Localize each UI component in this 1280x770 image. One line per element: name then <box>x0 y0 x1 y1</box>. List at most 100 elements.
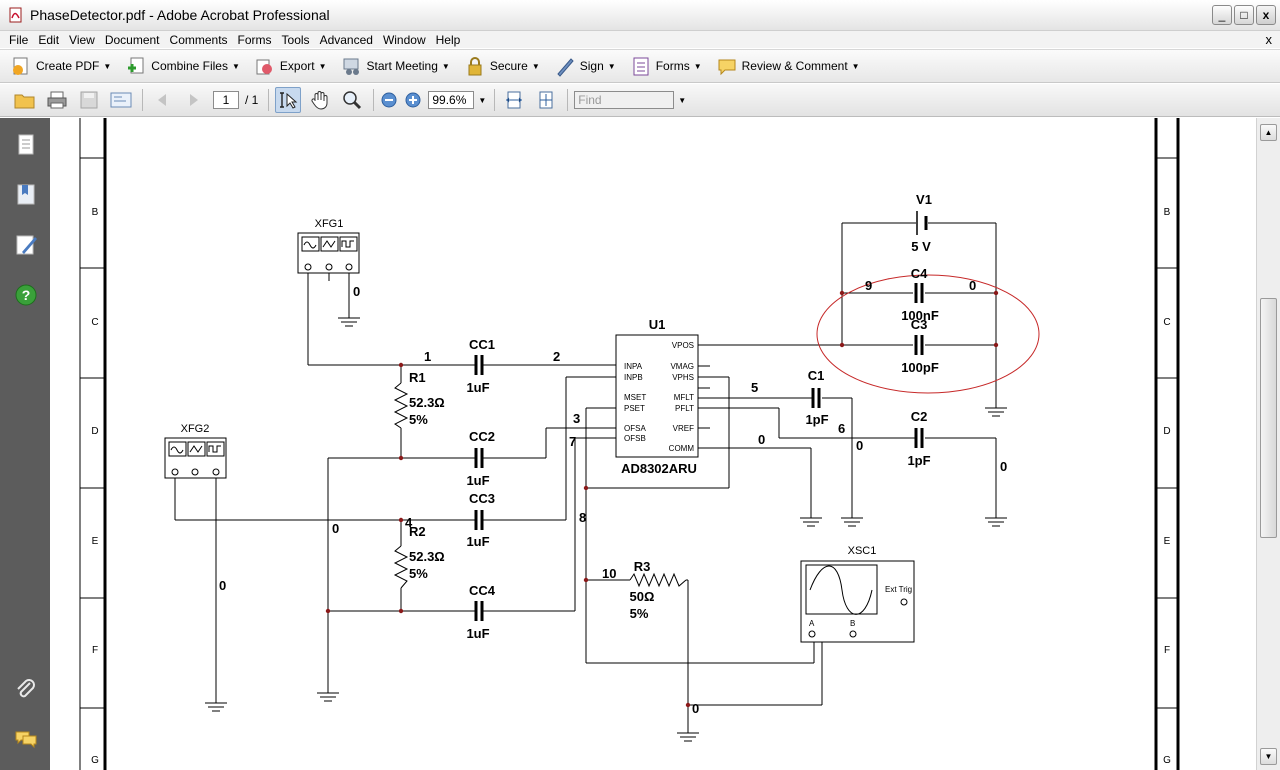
menu-forms[interactable]: Forms <box>237 32 272 47</box>
menu-edit[interactable]: Edit <box>38 32 60 47</box>
previous-page-button[interactable] <box>149 87 175 113</box>
document-close-button[interactable]: x <box>1265 32 1273 47</box>
node-3: 3 <box>573 411 580 426</box>
text-select-cursor-icon <box>280 92 298 109</box>
zoom-out-button[interactable] <box>380 87 398 113</box>
pin-ofsa: OFSA <box>624 424 646 433</box>
vertical-scrollbar[interactable]: ▲ ▼ <box>1256 118 1280 770</box>
border-letter-b-right: B <box>1164 207 1171 218</box>
scroll-up-button[interactable]: ▲ <box>1260 124 1277 141</box>
close-button[interactable]: x <box>1256 5 1276 25</box>
email-button[interactable] <box>108 87 134 113</box>
menu-bar: File Edit View Document Comments Forms T… <box>0 31 1280 48</box>
scroll-thumb[interactable] <box>1260 298 1277 538</box>
hand-icon <box>311 91 328 110</box>
bookmark-icon <box>17 184 35 205</box>
toolbar-separator <box>567 89 569 111</box>
signatures-panel-button[interactable] <box>13 232 39 258</box>
function-generator-xfg2[interactable]: XFG2 <box>164 423 227 479</box>
zoom-in-icon <box>405 92 421 108</box>
maximize-button[interactable]: □ <box>1234 5 1254 25</box>
toolbar-separator <box>142 89 143 111</box>
review-comment-button[interactable]: Review & Comment▼ <box>716 55 860 77</box>
r1-value: 52.3Ω <box>409 395 445 410</box>
border-letter-b: B <box>92 207 99 218</box>
folder-icon <box>14 94 35 109</box>
pin-inpb: INPB <box>624 373 643 382</box>
pin-mset: MSET <box>624 393 646 402</box>
start-meeting-button[interactable]: Start Meeting▼ <box>341 55 450 77</box>
node-5: 5 <box>751 380 758 395</box>
c4-label: C4 <box>911 266 928 281</box>
magnifier-icon <box>343 91 362 110</box>
forms-button[interactable]: Forms▼ <box>630 55 702 77</box>
r3-tolerance: 5% <box>630 606 649 621</box>
document-view[interactable]: B C D E F G B C D E F G <box>50 118 1256 770</box>
create-pdf-label: Create PDF <box>36 59 100 73</box>
combine-files-button[interactable]: Combine Files▼ <box>125 55 240 77</box>
sign-button[interactable]: Sign▼ <box>554 55 616 77</box>
toolbar-separator <box>373 89 375 111</box>
chip-pin-labels: INPA INPB MSET PSET OFSA OFSB VPOS VMAG … <box>624 341 694 453</box>
window-title: PhaseDetector.pdf - Adobe Acrobat Profes… <box>30 7 330 23</box>
node-labels: 0 1 2 3 4 5 6 7 8 9 10 0 0 0 0 0 0 0 <box>219 278 1007 716</box>
comment-icon <box>716 55 738 77</box>
create-pdf-icon <box>10 55 32 77</box>
comments-panel-button[interactable] <box>13 726 39 752</box>
zoom-level-input[interactable]: 99.6% <box>428 91 475 109</box>
next-page-button[interactable] <box>181 87 207 113</box>
node-0-c2: 0 <box>1000 459 1007 474</box>
help-panel-button[interactable]: ? <box>13 282 39 308</box>
menu-file[interactable]: File <box>9 32 29 47</box>
select-tool-button[interactable] <box>275 87 302 113</box>
zoom-dropdown-icon[interactable]: ▼ <box>478 95 487 105</box>
chevron-down-icon: ▼ <box>531 61 540 71</box>
forms-label: Forms <box>655 59 690 73</box>
menu-view[interactable]: View <box>69 32 95 47</box>
menu-comments[interactable]: Comments <box>169 32 228 47</box>
fit-page-button[interactable] <box>533 87 559 113</box>
fit-width-button[interactable] <box>501 87 527 113</box>
attachments-panel-button[interactable] <box>13 676 39 702</box>
print-button[interactable] <box>44 87 70 113</box>
scroll-down-button[interactable]: ▼ <box>1260 748 1277 765</box>
find-input[interactable]: Find <box>574 91 675 109</box>
bookmarks-panel-button[interactable] <box>13 182 39 208</box>
node-4: 4 <box>405 515 413 530</box>
create-pdf-button[interactable]: Create PDF▼ <box>10 55 111 77</box>
signature-pen-icon <box>16 235 37 255</box>
node-0-comm: 0 <box>758 432 765 447</box>
menu-advanced[interactable]: Advanced <box>319 32 373 47</box>
zoom-tool-button[interactable] <box>339 87 365 113</box>
open-button[interactable] <box>12 87 38 113</box>
export-button[interactable]: Export▼ <box>254 55 327 77</box>
save-button[interactable] <box>76 87 102 113</box>
u1-label: U1 <box>649 317 666 332</box>
pin-vphs: VPHS <box>672 373 694 382</box>
pages-icon <box>18 134 34 155</box>
cc2-value: 1uF <box>466 473 489 488</box>
zoom-in-button[interactable] <box>404 87 422 113</box>
menu-document[interactable]: Document <box>104 32 160 47</box>
secure-button[interactable]: Secure▼ <box>464 55 540 77</box>
v1-label: V1 <box>916 192 932 207</box>
ext-trig-label: Ext Trig <box>885 585 912 594</box>
zoom-out-icon <box>381 92 397 108</box>
node-2: 2 <box>553 349 560 364</box>
cc3-value: 1uF <box>466 534 489 549</box>
menu-window[interactable]: Window <box>382 32 426 47</box>
page-number-input[interactable]: 1 <box>213 91 239 109</box>
combine-files-icon <box>125 55 147 77</box>
menu-tools[interactable]: Tools <box>281 32 310 47</box>
function-generator-xfg1[interactable]: XFG1 <box>297 218 360 274</box>
pages-panel-button[interactable] <box>13 132 39 158</box>
hand-tool-button[interactable] <box>307 87 333 113</box>
r2-value: 52.3Ω <box>409 549 445 564</box>
find-dropdown-icon[interactable]: ▼ <box>678 95 687 105</box>
schematic-page: B C D E F G B C D E F G <box>79 118 1180 770</box>
node-10: 10 <box>602 566 616 581</box>
menu-help[interactable]: Help <box>435 32 461 47</box>
cc1-label: CC1 <box>469 337 495 352</box>
minimize-button[interactable]: _ <box>1212 5 1232 25</box>
oscilloscope-xsc1[interactable]: XSC1 Ext Trig A B <box>800 545 915 643</box>
